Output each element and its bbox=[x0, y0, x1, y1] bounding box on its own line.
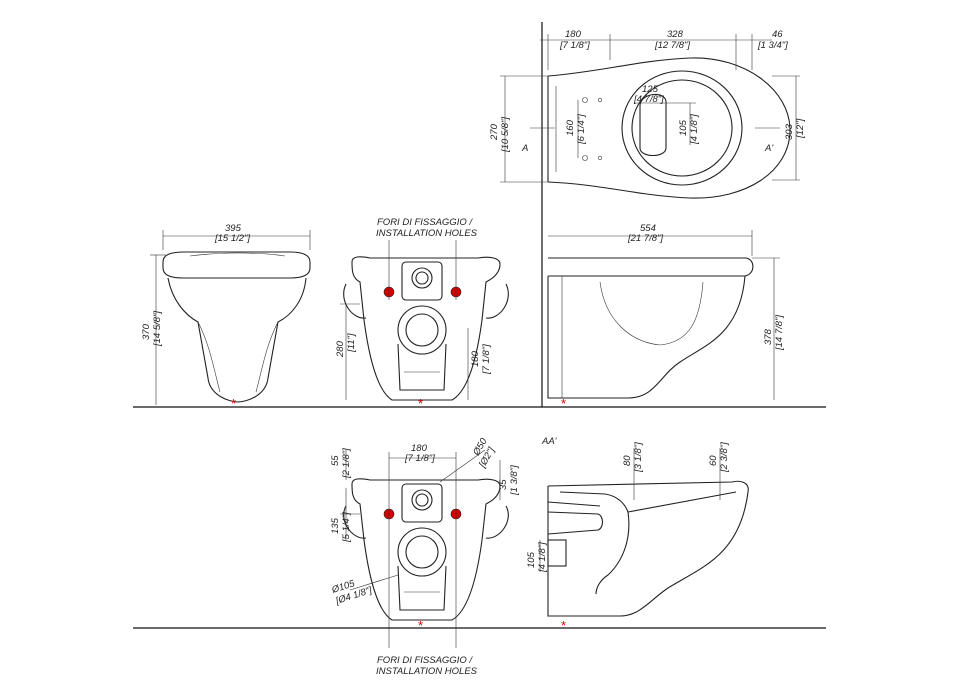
section-view bbox=[539, 448, 749, 617]
dim-top-105-in: [4 1/8"] bbox=[689, 114, 700, 145]
dim-s-80: 80 bbox=[622, 455, 633, 466]
dim-top-125: 125 bbox=[642, 84, 659, 95]
dim-front-370: 370 bbox=[141, 323, 152, 340]
dim-b-35-in: [1 3/8"] bbox=[509, 465, 520, 496]
dim-rear-180-in: [7 1/8"] bbox=[481, 344, 492, 375]
installation-holes-label-bottom-en: INSTALLATION HOLES bbox=[376, 666, 478, 677]
dim-front-395: 395 bbox=[225, 223, 242, 234]
dim-rear-180: 180 bbox=[470, 350, 481, 367]
dim-b-135: 135 bbox=[330, 517, 341, 534]
dim-top-105: 105 bbox=[678, 119, 689, 136]
front-view bbox=[150, 230, 311, 405]
dim-top-270: 270 bbox=[489, 123, 500, 141]
dim-top-303-in: [12"] bbox=[795, 118, 806, 139]
dim-s-80-in: [3 1/8"] bbox=[633, 442, 644, 473]
dim-rear-280-in: [11"] bbox=[346, 333, 357, 353]
dim-b-135-in: [5 1/4"] bbox=[341, 512, 352, 543]
dim-s-60: 60 bbox=[708, 455, 719, 466]
dim-b-55: 55 bbox=[330, 455, 341, 466]
dim-top-270-in: [10 5/8"] bbox=[500, 117, 511, 153]
dim-s-60-in: [2 3/8"] bbox=[719, 442, 730, 473]
side-view bbox=[547, 230, 780, 400]
dim-side-554: 554 bbox=[640, 223, 656, 234]
installation-holes-label-bottom-it: FORI DI FISSAGGIO / bbox=[377, 655, 473, 666]
dim-s-105: 105 bbox=[526, 551, 537, 568]
section-title: AA' bbox=[541, 436, 558, 447]
dim-front-395-in: [15 1/2"] bbox=[214, 233, 250, 244]
top-view bbox=[500, 34, 800, 199]
dim-top-328-in: [12 7/8"] bbox=[654, 40, 690, 51]
dim-side-378-in: [14 7/8"] bbox=[774, 315, 785, 351]
rear-center-mark: * bbox=[418, 396, 423, 411]
dim-front-370-in: [14 5/8"] bbox=[152, 311, 163, 347]
dim-top-328: 328 bbox=[667, 29, 684, 40]
rear-view bbox=[340, 240, 509, 401]
dim-b-55-in: [2 1/8"] bbox=[341, 448, 352, 479]
dim-top-180: 180 bbox=[565, 29, 582, 40]
section-mark: * bbox=[561, 618, 566, 633]
dim-top-303: 303 bbox=[784, 123, 795, 140]
section-a-right: A' bbox=[764, 143, 774, 154]
dim-top-46: 46 bbox=[772, 29, 783, 40]
dim-side-378: 378 bbox=[763, 328, 774, 345]
dim-rear-280: 280 bbox=[335, 340, 346, 358]
side-mark: * bbox=[561, 396, 566, 411]
dim-top-160: 160 bbox=[565, 119, 576, 136]
dim-top-180-in: [7 1/8"] bbox=[559, 40, 590, 51]
dim-top-125-in: [4 7/8"] bbox=[633, 94, 664, 105]
front-center-mark: * bbox=[231, 396, 236, 411]
dim-b-180-in: [7 1/8"] bbox=[404, 453, 435, 464]
dim-top-46-in: [1 3/4"] bbox=[757, 40, 788, 51]
rear-view-detail bbox=[340, 449, 509, 648]
section-a-left: A bbox=[521, 143, 528, 154]
dim-s-105-in: [4 1/8"] bbox=[537, 542, 548, 573]
installation-holes-label-top-en: INSTALLATION HOLES bbox=[376, 228, 478, 239]
dim-top-160-in: [6 1/4"] bbox=[576, 114, 587, 145]
dim-b-180: 180 bbox=[411, 443, 428, 454]
dim-side-554-in: [21 7/8"] bbox=[627, 233, 663, 244]
installation-holes-label-top-it: FORI DI FISSAGGIO / bbox=[377, 217, 473, 228]
dim-b-35: 35 bbox=[498, 479, 509, 490]
detail-center-mark: * bbox=[418, 618, 423, 633]
